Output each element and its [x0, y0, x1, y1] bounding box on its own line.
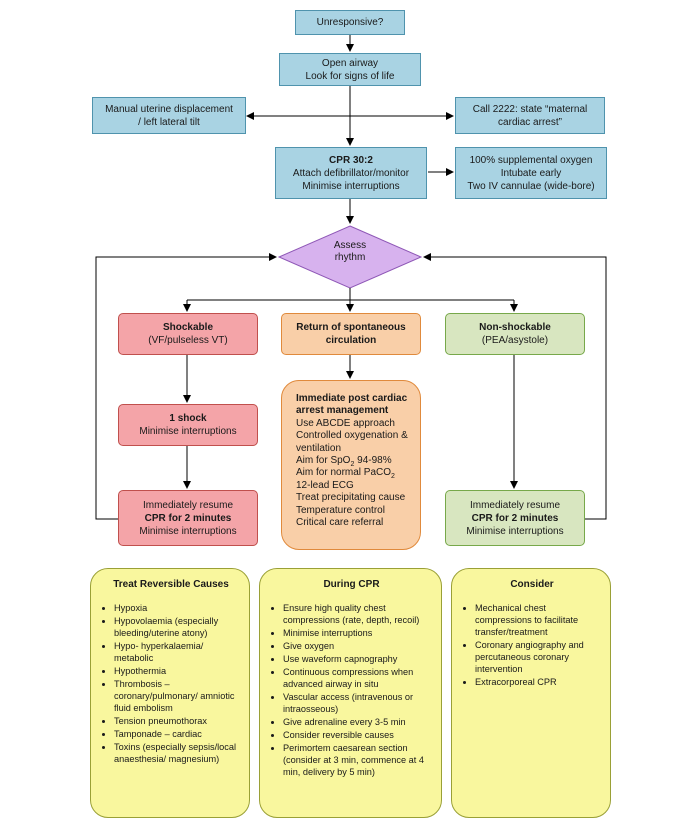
reversible-causes-title: Treat Reversible Causes — [113, 579, 229, 590]
oxygen-line2: Intubate early — [500, 167, 562, 179]
call-2222-line2: cardiac arrest” — [498, 116, 562, 128]
during-cpr-title: During CPR — [323, 579, 380, 590]
reversible-causes-panel: Treat Reversible Causes Hypoxia Hypovola… — [90, 568, 250, 818]
list-item: Consider reversible causes — [283, 729, 433, 741]
resume-cpr-left-box: Immediately resume CPR for 2 minutes Min… — [118, 490, 258, 546]
one-shock-sub: Minimise interruptions — [139, 426, 237, 437]
list-item: Hypo- hyperkalaemia/ metabolic — [114, 640, 241, 664]
oxygen-line1: 100% supplemental oxygen — [469, 154, 593, 166]
list-item: Minimise interruptions — [283, 627, 433, 639]
loop-left-back-to-assess — [95, 253, 277, 520]
post-spo2-post: 94-98% — [354, 455, 392, 467]
post-cause: Treat precipitating cause — [296, 492, 406, 504]
during-cpr-panel: During CPR Ensure high quality chest com… — [259, 568, 442, 818]
resume-right-line2: CPR for 2 minutes — [471, 512, 559, 524]
cpr-line1: Attach defibrillator/monitor — [292, 167, 410, 179]
loop-right-back-to-assess — [423, 253, 607, 520]
call-2222-line1: Call 2222: state “maternal — [472, 103, 588, 115]
list-item: Tension pneumothorax — [114, 715, 241, 727]
list-item: Ensure high quality chest compressions (… — [283, 602, 433, 626]
list-item: Give oxygen — [283, 640, 433, 652]
list-item: Coronary angiography and percutaneous co… — [475, 639, 602, 675]
list-item: Toxins (especially sepsis/local anaesthe… — [114, 741, 241, 765]
resume-left-line1: Immediately resume — [142, 499, 234, 511]
resume-left-line3: Minimise interruptions — [139, 525, 237, 537]
post-ecg: 12-lead ECG — [296, 479, 354, 491]
list-item: Extracorporeal CPR — [475, 676, 602, 688]
uterine-displacement-box: Manual uterine displacement / left later… — [92, 97, 246, 134]
non-shockable-sub: (PEA/asystole) — [481, 335, 549, 346]
list-item: Use waveform capnography — [283, 653, 433, 665]
post-oxy-line1: Controlled oxygenation & — [296, 430, 408, 442]
open-airway-line2: Look for signs of life — [305, 70, 395, 82]
resume-left-line2: CPR for 2 minutes — [144, 512, 232, 524]
post-spo2-pre: Aim for SpO — [296, 455, 351, 467]
post-temp: Temperature control — [296, 504, 385, 516]
resume-cpr-right-box: Immediately resume CPR for 2 minutes Min… — [445, 490, 585, 546]
open-airway-box: Open airway Look for signs of life — [279, 53, 421, 86]
uterine-line2: / left lateral tilt — [138, 116, 200, 128]
post-spo2: Aim for SpO2 94-98% — [296, 455, 392, 469]
post-spo2-sub: 2 — [350, 461, 355, 469]
rosc-line1: Return of spontaneous — [296, 322, 406, 333]
rosc-box: Return of spontaneous circulation — [281, 313, 421, 355]
cpr-title: CPR 30:2 — [329, 154, 373, 166]
resume-right-line1: Immediately resume — [469, 499, 561, 511]
non-shockable-title: Non-shockable — [479, 322, 551, 333]
list-item: Thrombosis – coronary/pulmonary/ amnioti… — [114, 678, 241, 714]
oxygen-box: 100% supplemental oxygen Intubate early … — [455, 147, 607, 199]
consider-title: Consider — [510, 579, 554, 590]
during-cpr-list: Ensure high quality chest compressions (… — [270, 602, 433, 778]
post-arrest-box: Immediate post cardiac arrest management… — [281, 380, 421, 550]
post-paco2: Aim for normal PaCO2 — [296, 467, 395, 481]
post-abcde: Use ABCDE approach — [296, 417, 395, 429]
oxygen-line3: Two IV cannulae (wide-bore) — [467, 180, 595, 192]
post-title-line1: Immediate post cardiac — [296, 393, 408, 404]
list-item: Mechanical chest compressions to facilit… — [475, 602, 602, 638]
one-shock-box: 1 shock Minimise interruptions — [118, 404, 258, 446]
consider-panel: Consider Mechanical chest compressions t… — [451, 568, 611, 818]
post-paco2-sub: 2 — [391, 473, 395, 481]
shockable-sub: (VF/pulseless VT) — [148, 335, 228, 346]
assess-line2: rhythm — [334, 252, 366, 263]
post-paco2-pre: Aim for normal PaCO — [296, 467, 392, 479]
unresponsive-box: Unresponsive? — [295, 10, 405, 35]
open-airway-line1: Open airway — [321, 57, 379, 69]
call-2222-box: Call 2222: state “maternal cardiac arres… — [455, 97, 605, 134]
list-item: Perimortem caesarean section (consider a… — [283, 742, 433, 778]
shockable-title: Shockable — [162, 322, 214, 333]
one-shock-title: 1 shock — [169, 413, 207, 424]
list-item: Give adrenaline every 3-5 min — [283, 716, 433, 728]
shockable-box: Shockable (VF/pulseless VT) — [118, 313, 258, 355]
list-item: Hypoxia — [114, 602, 241, 614]
resume-right-line3: Minimise interruptions — [466, 525, 564, 537]
cpr-box: CPR 30:2 Attach defibrillator/monitor Mi… — [275, 147, 427, 199]
post-referral: Critical care referral — [296, 517, 384, 529]
post-title-line2: arrest management — [296, 405, 389, 417]
unresponsive-text: Unresponsive? — [316, 17, 384, 28]
assess-line1: Assess — [333, 240, 367, 251]
list-item: Continuous compressions when advanced ai… — [283, 666, 433, 690]
reversible-causes-list: Hypoxia Hypovolaemia (especially bleedin… — [101, 602, 241, 765]
uterine-line1: Manual uterine displacement — [105, 103, 233, 115]
non-shockable-box: Non-shockable (PEA/asystole) — [445, 313, 585, 355]
list-item: Hypovolaemia (especially bleeding/uterin… — [114, 615, 241, 639]
list-item: Vascular access (intravenous or intraoss… — [283, 691, 433, 715]
list-item: Hypothermia — [114, 665, 241, 677]
post-oxy-line2: ventilation — [296, 442, 342, 454]
assess-rhythm-label: Assess rhythm — [300, 240, 400, 264]
cpr-line2: Minimise interruptions — [302, 180, 400, 192]
rosc-line2: circulation — [325, 335, 377, 346]
consider-list: Mechanical chest compressions to facilit… — [462, 602, 602, 688]
list-item: Tamponade – cardiac — [114, 728, 241, 740]
